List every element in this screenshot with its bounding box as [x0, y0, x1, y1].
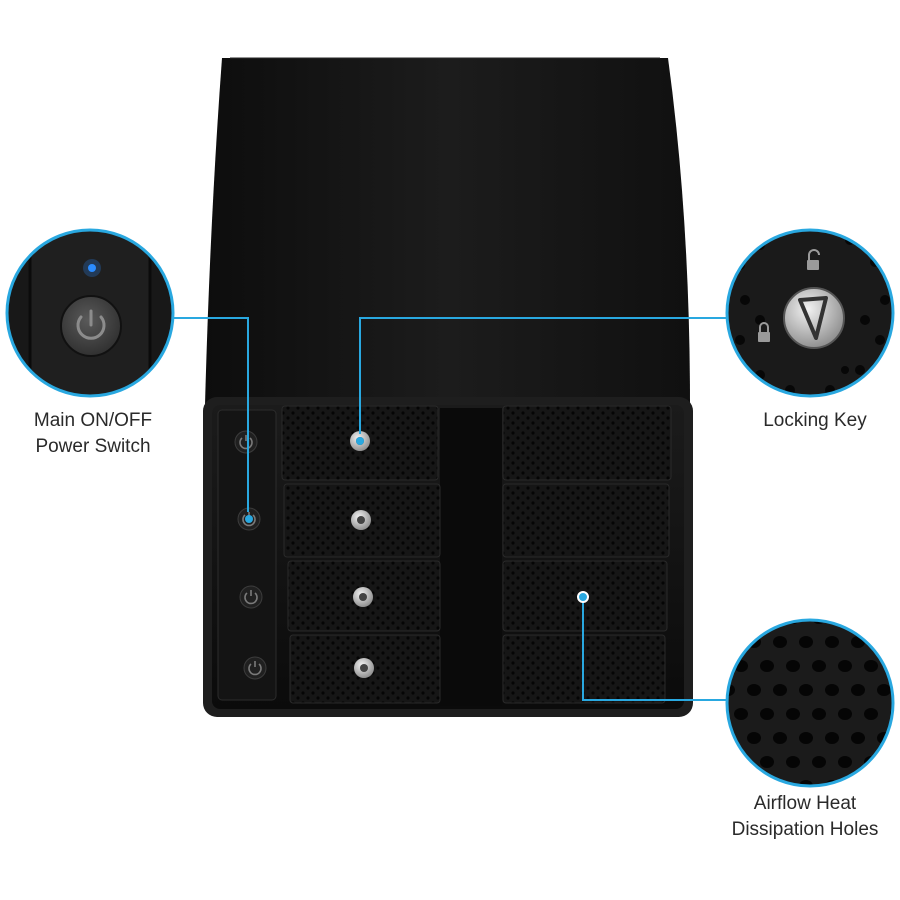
airflow-label-line1: Airflow Heat [753, 793, 857, 814]
vent-hole [799, 732, 813, 744]
vent-hole [812, 708, 826, 720]
vent-hole [708, 756, 722, 768]
vent-hole [825, 684, 839, 696]
enclosure-body [205, 57, 690, 405]
power-button-3-icon [239, 585, 263, 609]
vent-hole [864, 620, 878, 624]
vent-hole [890, 620, 893, 624]
vent-hole [708, 708, 722, 720]
lock-callout-line [359, 317, 727, 434]
vent-hole [825, 636, 839, 648]
vent-hole [851, 684, 865, 696]
callout-points [245, 437, 589, 603]
vent-hole [727, 636, 735, 648]
vent-hole [838, 660, 852, 672]
power-switch-label-line1: Main ON/OFF [33, 410, 153, 431]
vent-hole [838, 620, 852, 624]
vent-hole [812, 756, 826, 768]
power-switch-label-line2: Power Switch [35, 436, 151, 457]
drive-tray [289, 634, 441, 704]
vent-hole [799, 780, 813, 786]
locking-key-label-line1: Locking Key [763, 410, 867, 431]
vent-holes-icon [708, 612, 893, 786]
drive-trays-left [281, 405, 441, 704]
vent-hole [747, 684, 761, 696]
vent-hole [812, 660, 826, 672]
vent-hole [760, 660, 774, 672]
lock-zoom-circle [725, 228, 895, 398]
vent-hole [734, 708, 748, 720]
drive-tray [287, 560, 441, 632]
power-button-1-icon [234, 430, 258, 454]
vent-hole [838, 708, 852, 720]
drive-tray [502, 483, 670, 558]
vent-hole [799, 684, 813, 696]
vent-hole [708, 612, 722, 624]
power-zoom-circle [5, 228, 175, 398]
vent-hole [864, 660, 878, 672]
airflow-zoom-circle [708, 612, 895, 788]
vent-hole [825, 732, 839, 744]
vent-hole [877, 636, 891, 648]
callout-lines [172, 317, 727, 701]
vent-hole [760, 756, 774, 768]
airflow-label-line2: Dissipation Holes [731, 819, 879, 840]
vent-hole [890, 756, 893, 768]
drive-trays-right [502, 405, 672, 704]
drive-tray [283, 483, 441, 558]
vent-hole [890, 660, 893, 672]
power-switch-label: Main ON/OFF Power Switch [8, 408, 178, 460]
vent-hole [786, 708, 800, 720]
vent-hole [760, 708, 774, 720]
airflow-label: Airflow Heat Dissipation Holes [715, 791, 895, 843]
status-led-icon [88, 264, 96, 272]
vent-hole [760, 620, 774, 624]
power-callout-line [172, 317, 249, 512]
locking-key-label: Locking Key [740, 408, 890, 434]
vent-hole [799, 636, 813, 648]
vent-hole [786, 660, 800, 672]
power-buttons [234, 430, 267, 680]
power-icon [60, 295, 122, 357]
vent-hole [877, 684, 891, 696]
vent-hole [851, 732, 865, 744]
vent-hole [734, 620, 748, 624]
power-button-4-icon [243, 656, 267, 680]
vent-hole [708, 660, 722, 672]
vent-hole [747, 732, 761, 744]
airflow-callout-line [582, 598, 727, 701]
unlock-icon [807, 249, 820, 270]
vent-hole [773, 732, 787, 744]
vent-hole [773, 636, 787, 648]
vent-hole [864, 708, 878, 720]
lock-key-icon [783, 287, 845, 349]
vent-hole [838, 756, 852, 768]
vent-hole [773, 684, 787, 696]
lock-icon [758, 322, 770, 342]
drive-tray [502, 405, 672, 481]
vent-hole [786, 756, 800, 768]
